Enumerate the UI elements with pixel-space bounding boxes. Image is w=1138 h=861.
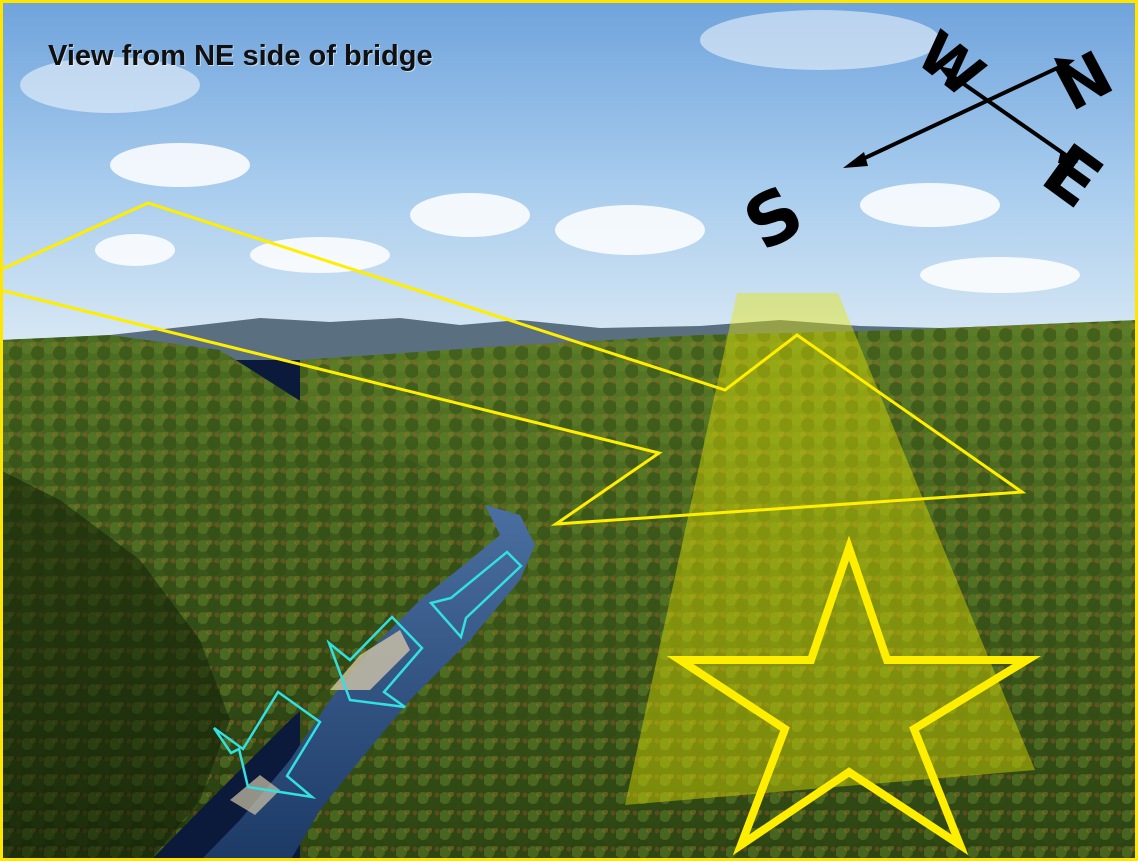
- down-left-arrow-icon: [428, 550, 523, 640]
- river-rocks: [330, 630, 410, 690]
- river-arrows: [212, 550, 523, 799]
- down-left-arrow-icon: [326, 615, 424, 709]
- star-outline-icon: [666, 535, 1042, 856]
- shadowed-slope: [0, 470, 230, 861]
- down-left-arrow-icon: [212, 690, 322, 799]
- photo-caption: View from NE side of bridge: [48, 40, 433, 72]
- clouds: [20, 10, 1080, 293]
- area-outline: [0, 201, 1027, 526]
- spotlight-overlay: [625, 293, 1035, 805]
